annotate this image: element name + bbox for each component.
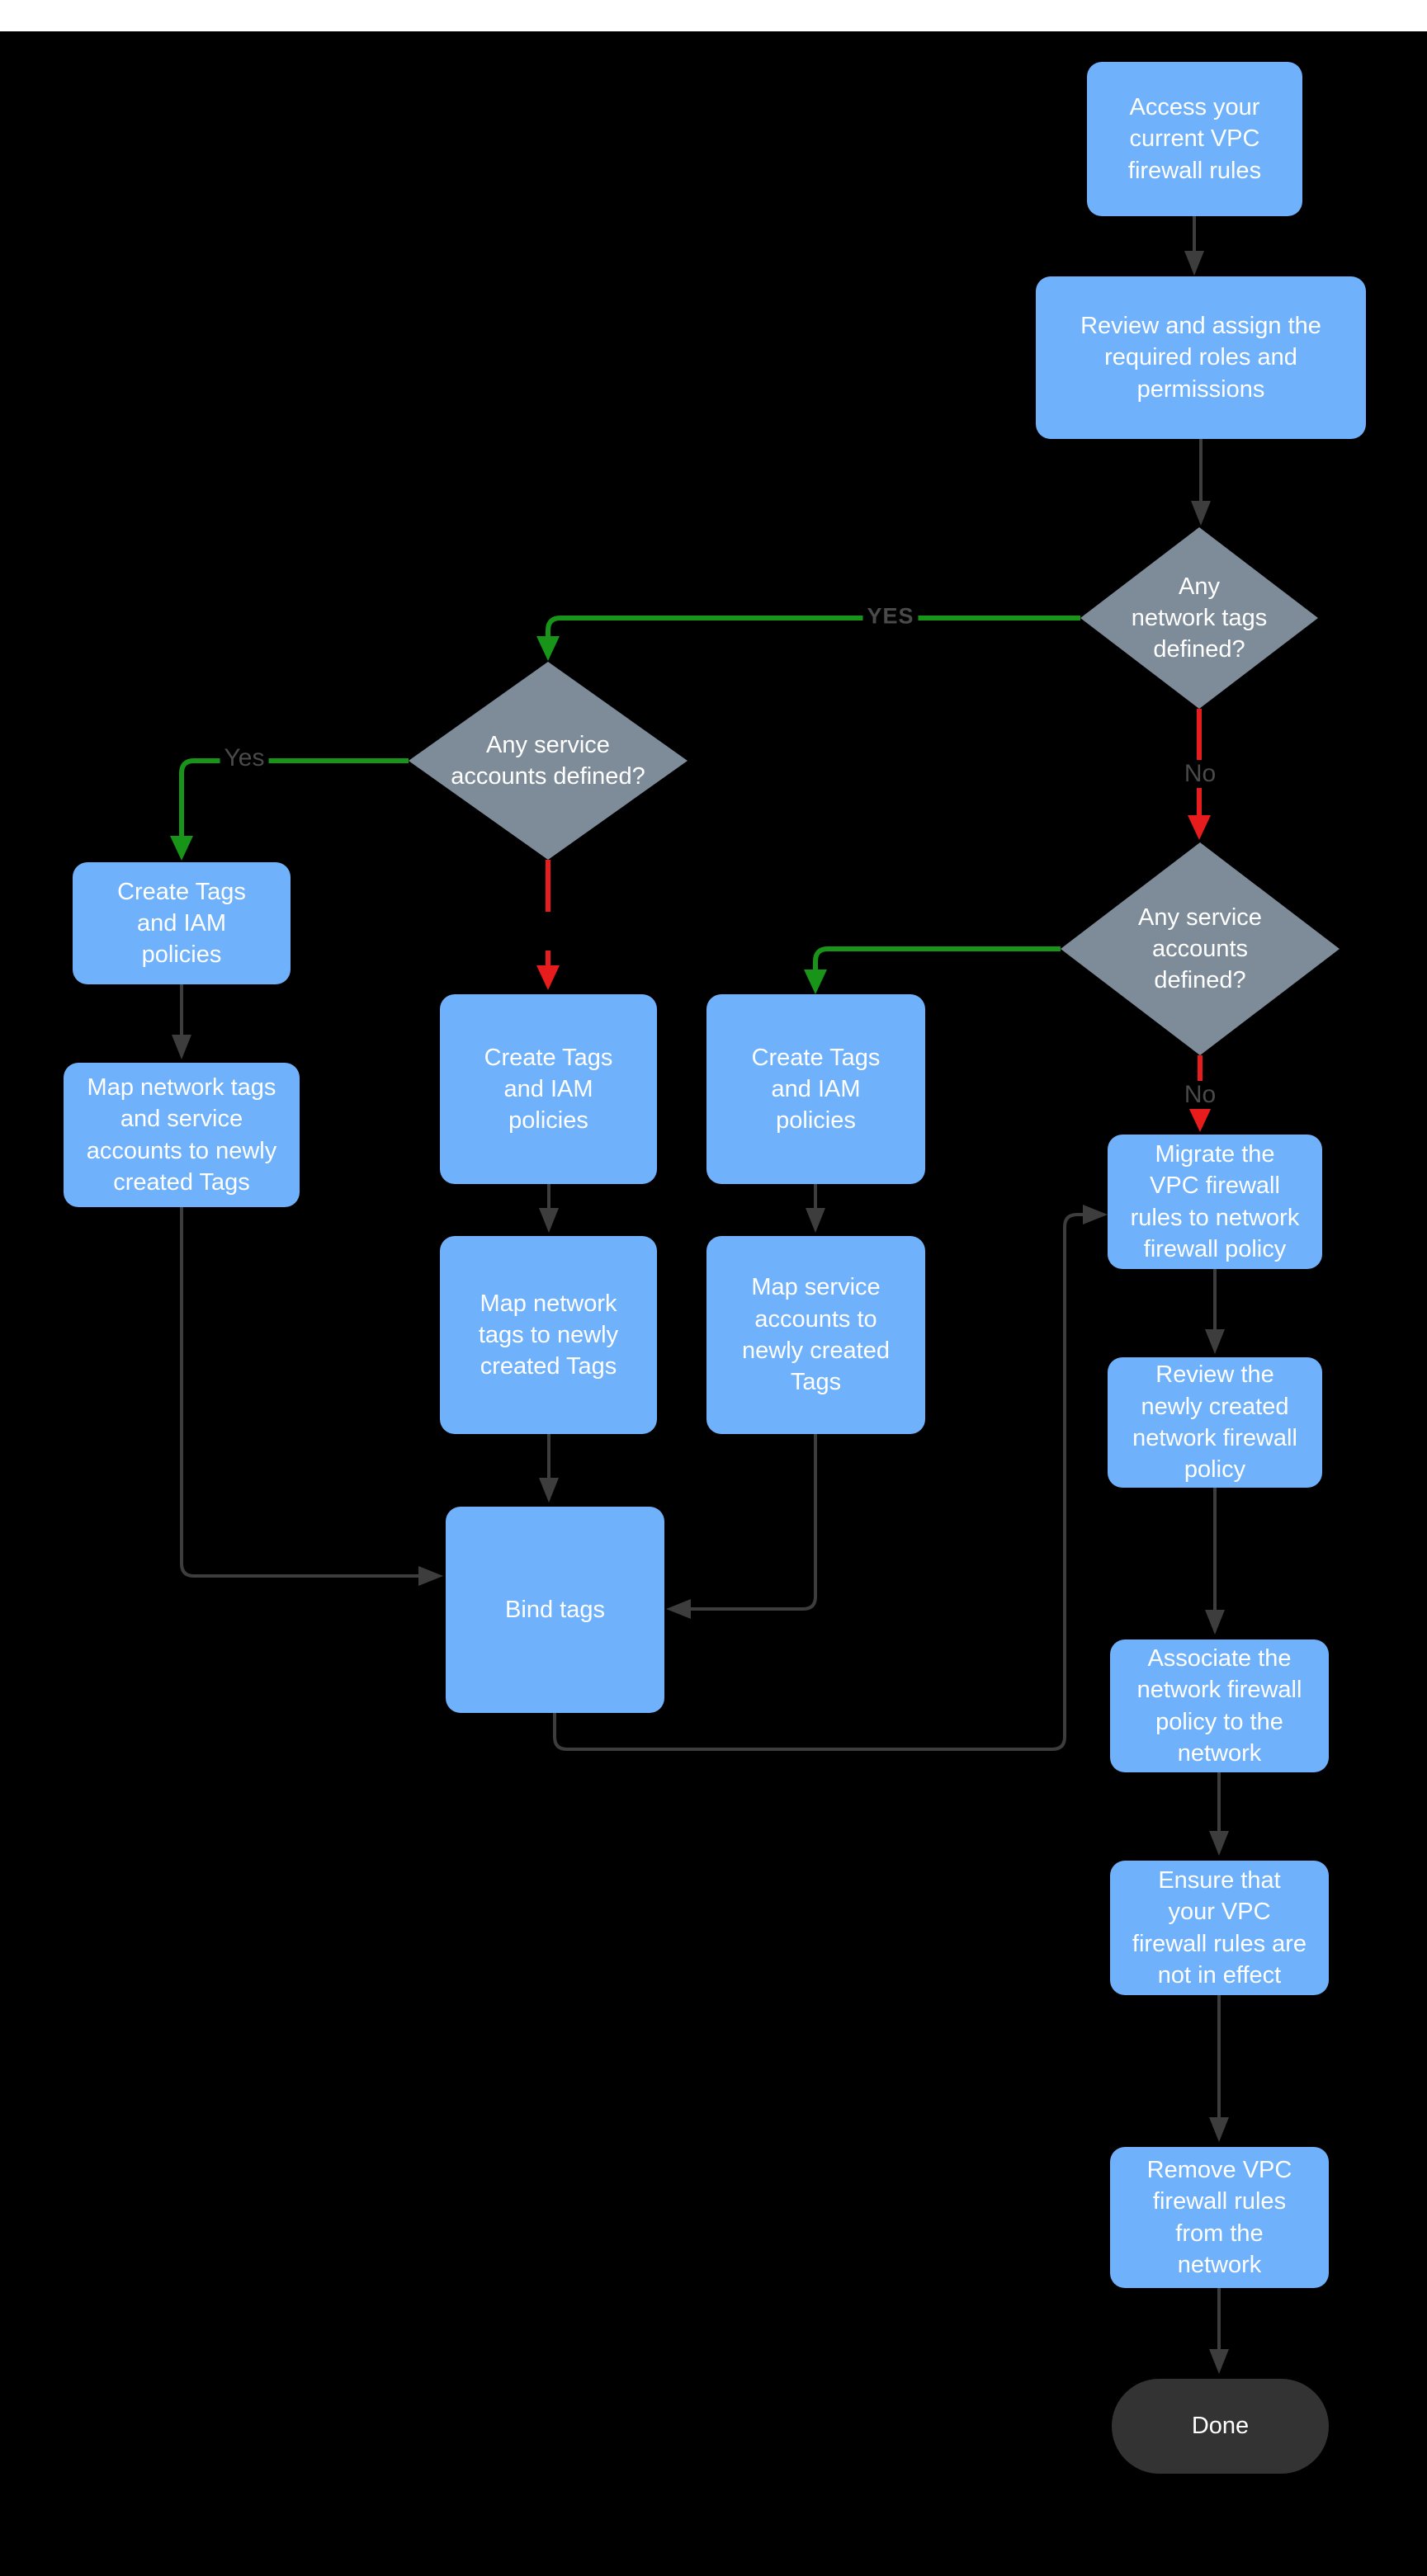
arrowhead-left-icon	[666, 1599, 691, 1619]
arrowhead-down-icon	[1184, 251, 1204, 276]
edge-label-no-right: No	[1179, 1081, 1221, 1109]
node-create-tags-iam-right: Create Tags and IAM policies	[706, 994, 925, 1184]
node-remove-vpc-rules: Remove VPC firewall rules from the netwo…	[1110, 2147, 1329, 2288]
arrowhead-down-icon	[804, 970, 827, 994]
arrowhead-down-icon	[1188, 815, 1211, 840]
node-access-current-vpc-rules: Access your current VPC firewall rules	[1087, 62, 1302, 216]
arrowhead-right-icon	[1083, 1205, 1108, 1224]
node-bind-tags: Bind tags	[446, 1507, 664, 1713]
edge-map-right-to-bind	[691, 1434, 817, 1611]
node-map-service-accounts: Map service accounts to newly created Ta…	[706, 1236, 925, 1434]
arrowhead-down-icon	[1205, 1610, 1225, 1635]
top-white-bar	[0, 0, 1427, 31]
arrowhead-down-icon	[806, 1208, 825, 1233]
arrowhead-down-icon	[1209, 2117, 1229, 2142]
arrowhead-down-icon	[1188, 1107, 1212, 1132]
arrowhead-down-icon	[1205, 1329, 1225, 1354]
arrowhead-down-icon	[536, 636, 560, 661]
node-create-tags-iam-left: Create Tags and IAM policies	[73, 862, 291, 984]
node-associate-policy: Associate the network firewall policy to…	[1110, 1639, 1329, 1772]
edge-label-yes-top: YES	[862, 603, 919, 630]
arrowhead-right-icon	[418, 1566, 443, 1586]
arrowhead-down-icon	[170, 836, 193, 861]
node-create-tags-iam-mid: Create Tags and IAM policies	[440, 994, 657, 1184]
edge-yes-network-tags-to-left-decision	[546, 616, 1080, 636]
arrowhead-down-icon	[536, 965, 560, 990]
arrowhead-down-icon	[1209, 2349, 1229, 2374]
edge-bind-to-migrate-loop	[553, 1213, 1083, 1751]
arrowhead-down-icon	[539, 1478, 559, 1503]
edge-label-yes-left: Yes	[220, 744, 269, 772]
edge-map-left-to-bind	[180, 1207, 418, 1578]
node-done: Done	[1112, 2379, 1329, 2474]
arrowhead-down-icon	[1209, 1831, 1229, 1856]
node-map-network-tags-and-service-accounts: Map network tags and service accounts to…	[64, 1063, 300, 1207]
node-ensure-rules-not-in-effect: Ensure that your VPC firewall rules are …	[1110, 1861, 1329, 1995]
arrowhead-down-icon	[1191, 501, 1211, 526]
node-migrate-vpc-rules: Migrate the VPC firewall rules to networ…	[1108, 1135, 1322, 1269]
edge-yes-left-decision-to-create-left	[179, 758, 409, 836]
arrowhead-down-icon	[172, 1035, 191, 1059]
arrowhead-down-icon	[539, 1208, 559, 1233]
node-review-new-policy: Review the newly created network firewal…	[1108, 1357, 1322, 1488]
edge-yes-right-decision-to-create-right	[813, 946, 1061, 970]
edge-label-no-top: No	[1179, 760, 1221, 788]
node-map-network-tags: Map network tags to newly created Tags	[440, 1236, 657, 1434]
node-review-roles-permissions: Review and assign the required roles and…	[1036, 276, 1366, 439]
